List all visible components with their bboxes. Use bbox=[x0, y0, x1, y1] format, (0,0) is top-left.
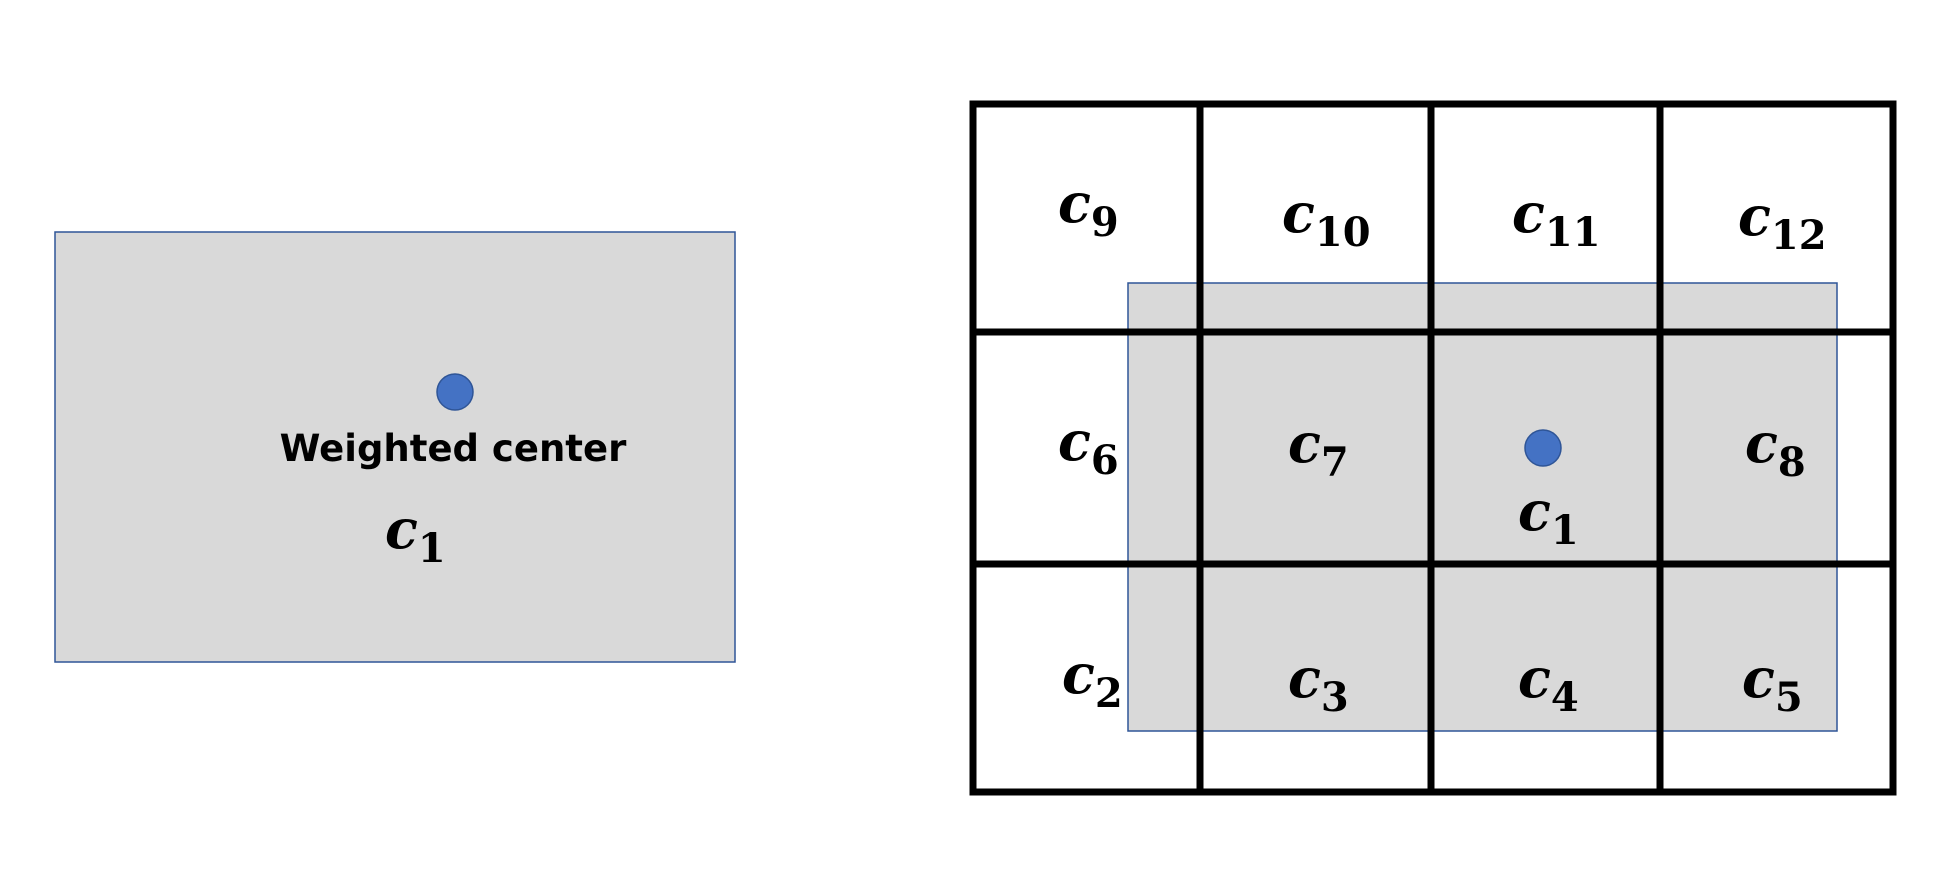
grid-cell-label-sub: 3 bbox=[1321, 674, 1349, 721]
grid-cell-label-c9: c9 bbox=[1058, 171, 1119, 246]
grid-cell-label-sub: 8 bbox=[1778, 439, 1806, 486]
grid-cell-label-c8: c8 bbox=[1745, 411, 1806, 486]
left-weighted-center-dot bbox=[436, 373, 474, 411]
grid-cell-label-c7: c7 bbox=[1288, 411, 1349, 486]
left-cell-label-base: c bbox=[385, 497, 418, 561]
grid-cell-label-sub: 12 bbox=[1771, 212, 1827, 259]
grid-cell-label-base: c bbox=[1745, 411, 1778, 475]
left-panel: Weighted center c1 bbox=[54, 231, 736, 663]
grid-cell-label-sub: 2 bbox=[1095, 670, 1123, 717]
grid-cell-label-c12: c12 bbox=[1738, 184, 1827, 259]
grid-cell-label-c3: c3 bbox=[1288, 646, 1349, 721]
grid-cell-label-sub: 4 bbox=[1551, 674, 1579, 721]
grid-cell-label-c11: c11 bbox=[1512, 181, 1601, 256]
grid-cell-label-c1: c1 bbox=[1518, 479, 1579, 554]
right-weighted-center-dot bbox=[1524, 429, 1562, 467]
grid-cell-label-base: c bbox=[1518, 479, 1551, 543]
grid-cell-label-sub: 5 bbox=[1775, 674, 1803, 721]
grid-cell-label-base: c bbox=[1062, 642, 1095, 706]
grid-lines bbox=[969, 100, 1897, 796]
grid-cell-label-base: c bbox=[1518, 646, 1551, 710]
grid-cell-label-c2: c2 bbox=[1062, 642, 1123, 717]
grid-cell-label-base: c bbox=[1058, 409, 1091, 473]
grid-cell-label-base: c bbox=[1738, 184, 1771, 248]
grid-cell-label-c6: c6 bbox=[1058, 409, 1119, 484]
grid-cell-label-base: c bbox=[1742, 646, 1775, 710]
grid-cell-label-base: c bbox=[1288, 646, 1321, 710]
left-cell-label-sub: 1 bbox=[418, 525, 446, 572]
grid-cell-label-base: c bbox=[1058, 171, 1091, 235]
grid-cell-label-sub: 7 bbox=[1321, 439, 1349, 486]
grid-cell-label-c5: c5 bbox=[1742, 646, 1803, 721]
weighted-center-caption: Weighted center bbox=[280, 427, 627, 470]
grid-cell-label-sub: 1 bbox=[1551, 507, 1579, 554]
left-cell-label: c1 bbox=[385, 497, 446, 572]
grid-cell-label-sub: 6 bbox=[1091, 437, 1119, 484]
grid-cell-label-sub: 9 bbox=[1091, 199, 1119, 246]
right-region-box bbox=[1127, 282, 1838, 732]
grid-cell-label-sub: 11 bbox=[1545, 209, 1601, 256]
grid-cell-label-base: c bbox=[1512, 181, 1545, 245]
grid-cell-label-c4: c4 bbox=[1518, 646, 1579, 721]
grid-cell-label-base: c bbox=[1288, 411, 1321, 475]
grid-cell-label-sub: 10 bbox=[1315, 209, 1371, 256]
grid-cell-label-base: c bbox=[1282, 181, 1315, 245]
grid-cell-label-c10: c10 bbox=[1282, 181, 1371, 256]
left-region-box bbox=[54, 231, 736, 663]
